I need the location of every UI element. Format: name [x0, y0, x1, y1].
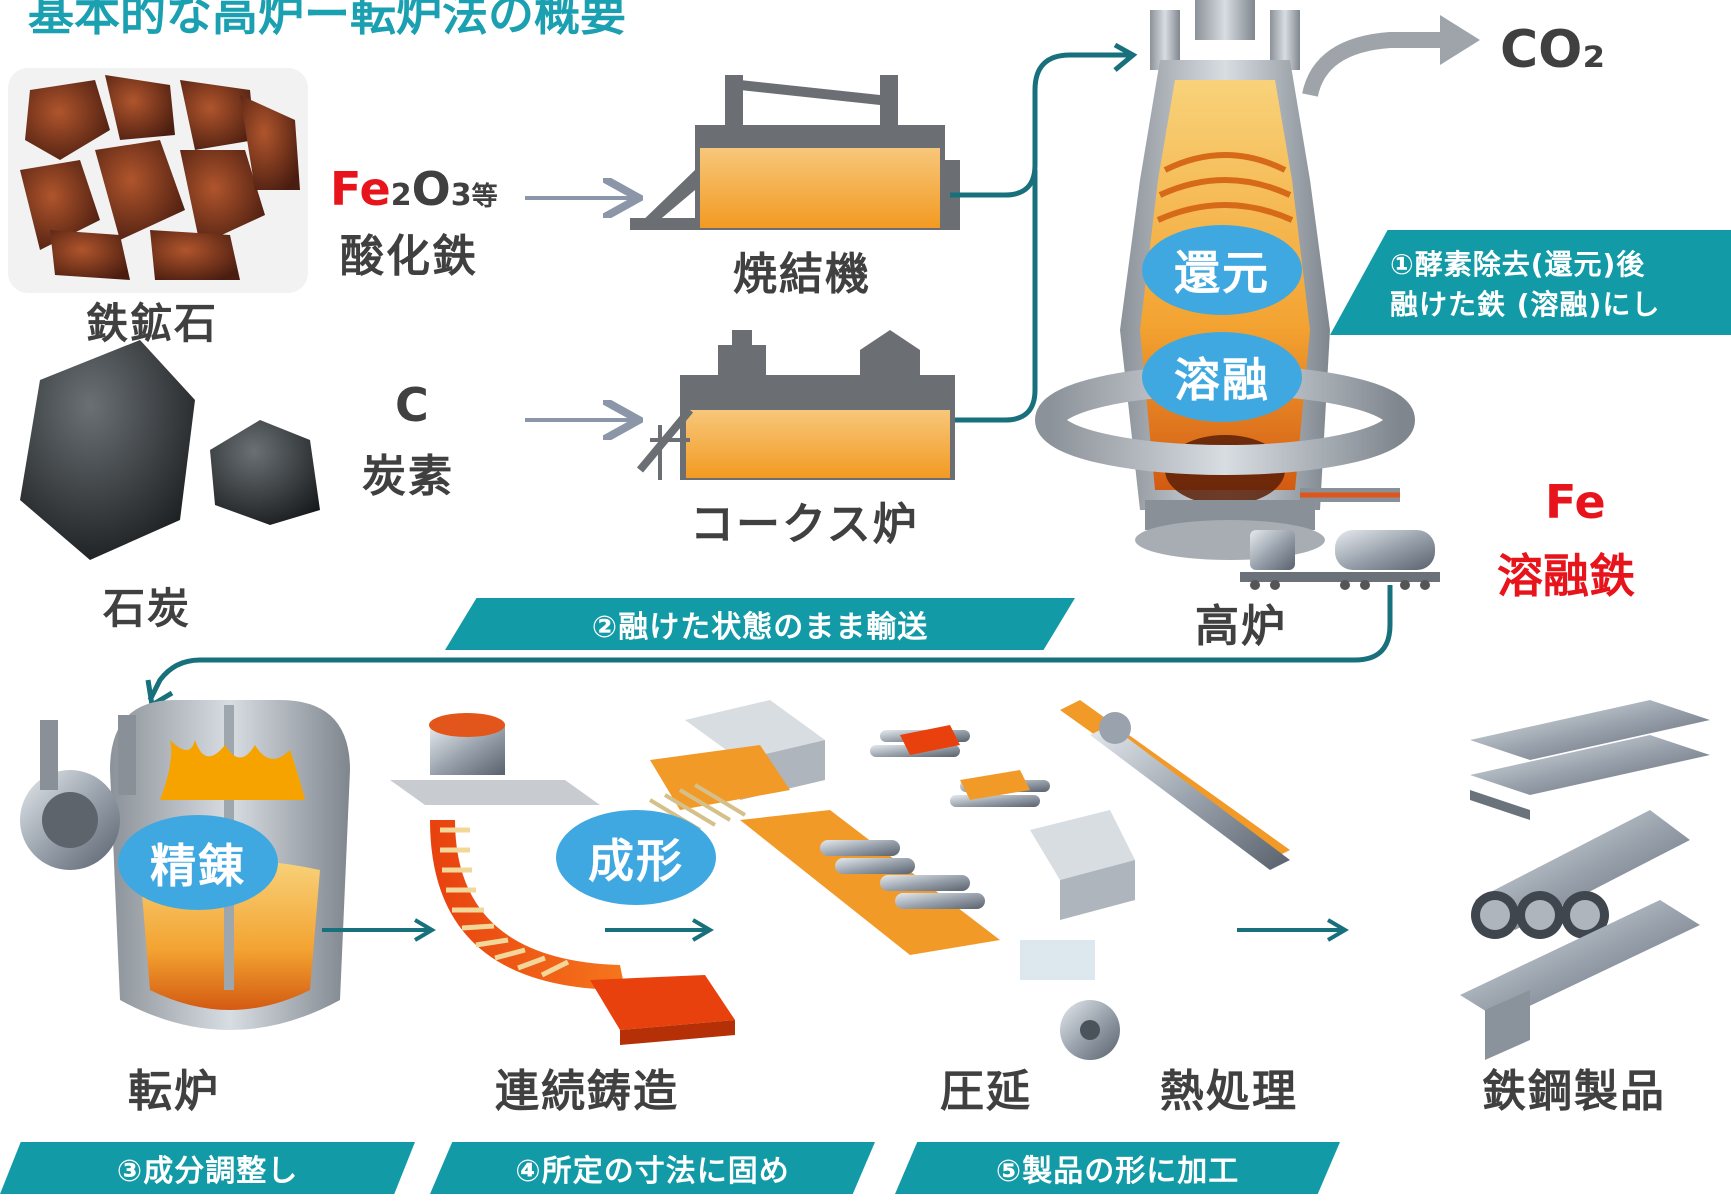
coal-image — [20, 340, 320, 560]
page-title: 基本的な高炉ー転炉法の概要 — [28, 0, 626, 41]
step1-banner: ①酵素除去(還元)後 融けた鉄 (溶融)にし — [1330, 230, 1731, 335]
molten-iron-symbol: Fe — [1545, 475, 1606, 529]
coke-oven — [636, 330, 955, 480]
iron-oxide-formula: Fe2O3等 — [330, 162, 498, 216]
step4-banner: ④所定の寸法に固め — [430, 1142, 875, 1194]
carbon-label: 炭素 — [362, 451, 454, 502]
reduction-bubble: 還元 — [1142, 225, 1302, 315]
steel-products — [1460, 700, 1710, 1060]
step1-line2: 融けた鉄 (溶融)にし — [1390, 287, 1661, 321]
heat-treatment-label: 熱処理 — [1160, 1066, 1298, 1117]
step5-banner: ⑤製品の形に加工 — [895, 1142, 1340, 1194]
melting-bubble: 溶融 — [1142, 332, 1302, 422]
refining-bubble: 精錬 — [118, 815, 278, 910]
iron-ore-image — [8, 68, 308, 293]
continuous-casting-label: 連続鋳造 — [495, 1066, 679, 1117]
co2-label: CO₂ — [1500, 20, 1606, 80]
iron-ore-label: 鉄鉱石 — [86, 299, 219, 348]
blast-furnace-label: 高炉 — [1195, 601, 1287, 652]
iron-oxide-label: 酸化鉄 — [340, 231, 478, 282]
coke-oven-label: コークス炉 — [690, 499, 919, 550]
carbon-formula: C — [395, 378, 429, 432]
steel-products-label: 鉄鋼製品 — [1482, 1066, 1666, 1117]
step3-banner: ③成分調整し — [0, 1142, 415, 1194]
rolling-mill — [648, 700, 1290, 1060]
sinter-label: 焼結機 — [733, 249, 871, 300]
converter-label: 転炉 — [128, 1066, 220, 1117]
step1-line1: ①酵素除去(還元)後 — [1390, 247, 1646, 281]
sinter-machine — [630, 75, 960, 230]
continuous-caster — [390, 713, 735, 1045]
step2-banner: ②融けた状態のまま輸送 — [445, 598, 1075, 650]
coal-label: 石炭 — [103, 584, 192, 633]
forming-bubble: 成形 — [556, 810, 716, 905]
rolling-label: 圧延 — [940, 1066, 1032, 1117]
molten-iron-label: 溶融鉄 — [1497, 549, 1635, 603]
